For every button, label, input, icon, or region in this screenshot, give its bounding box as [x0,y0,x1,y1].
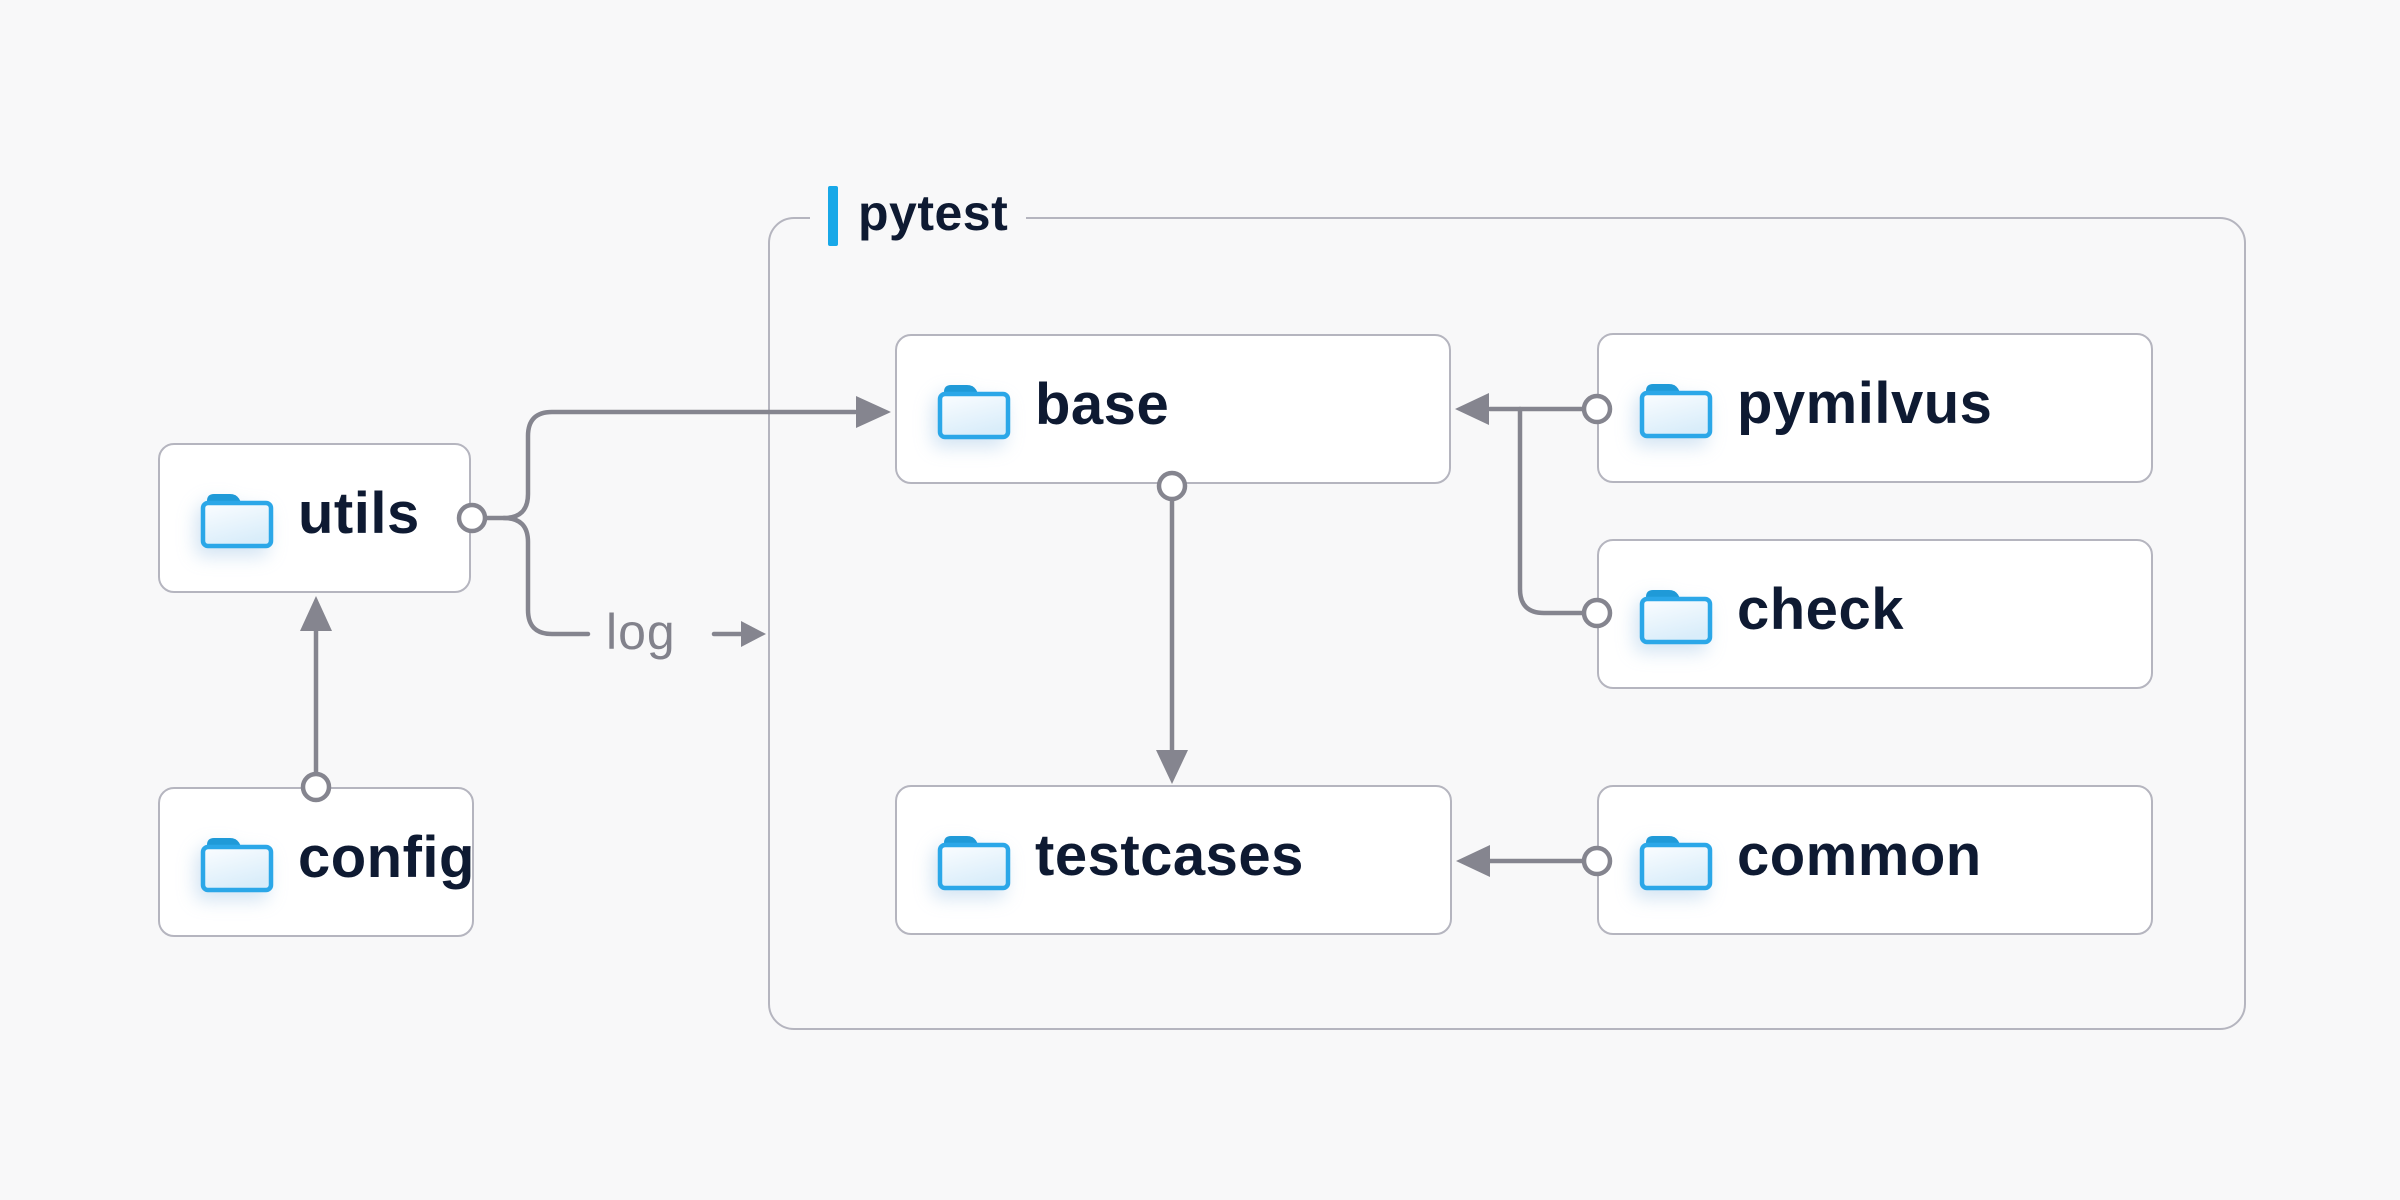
arrowhead-into-utils [300,596,332,631]
folder-icon [200,838,274,893]
pytest-container [768,217,2246,1030]
node-label: base [1035,372,1170,437]
folder-icon [200,494,274,549]
folder-icon [1639,590,1713,645]
folder-icon [937,836,1011,891]
node-label: testcases [1035,823,1304,888]
node-pymilvus: pymilvus [1597,333,2153,483]
arrowhead-log [741,621,766,647]
container-label: pytest [810,184,1027,248]
folder-icon [937,385,1011,440]
node-label: config [298,825,475,890]
edge-utils-log [501,515,591,637]
node-label: utils [298,481,420,546]
node-common: common [1597,785,2153,935]
node-check: check [1597,539,2153,689]
folder-icon [1639,836,1713,891]
node-utils: utils [158,443,471,593]
node-label: common [1737,823,1982,888]
node-label: check [1737,577,1904,642]
node-label: pymilvus [1737,371,1993,436]
node-testcases: testcases [895,785,1452,935]
edge-label-log: log [606,604,676,660]
node-base: base [895,334,1451,484]
container-label-text: pytest [858,185,1009,241]
folder-icon [1639,384,1713,439]
node-config: config [158,787,474,937]
accent-bar [828,186,838,246]
